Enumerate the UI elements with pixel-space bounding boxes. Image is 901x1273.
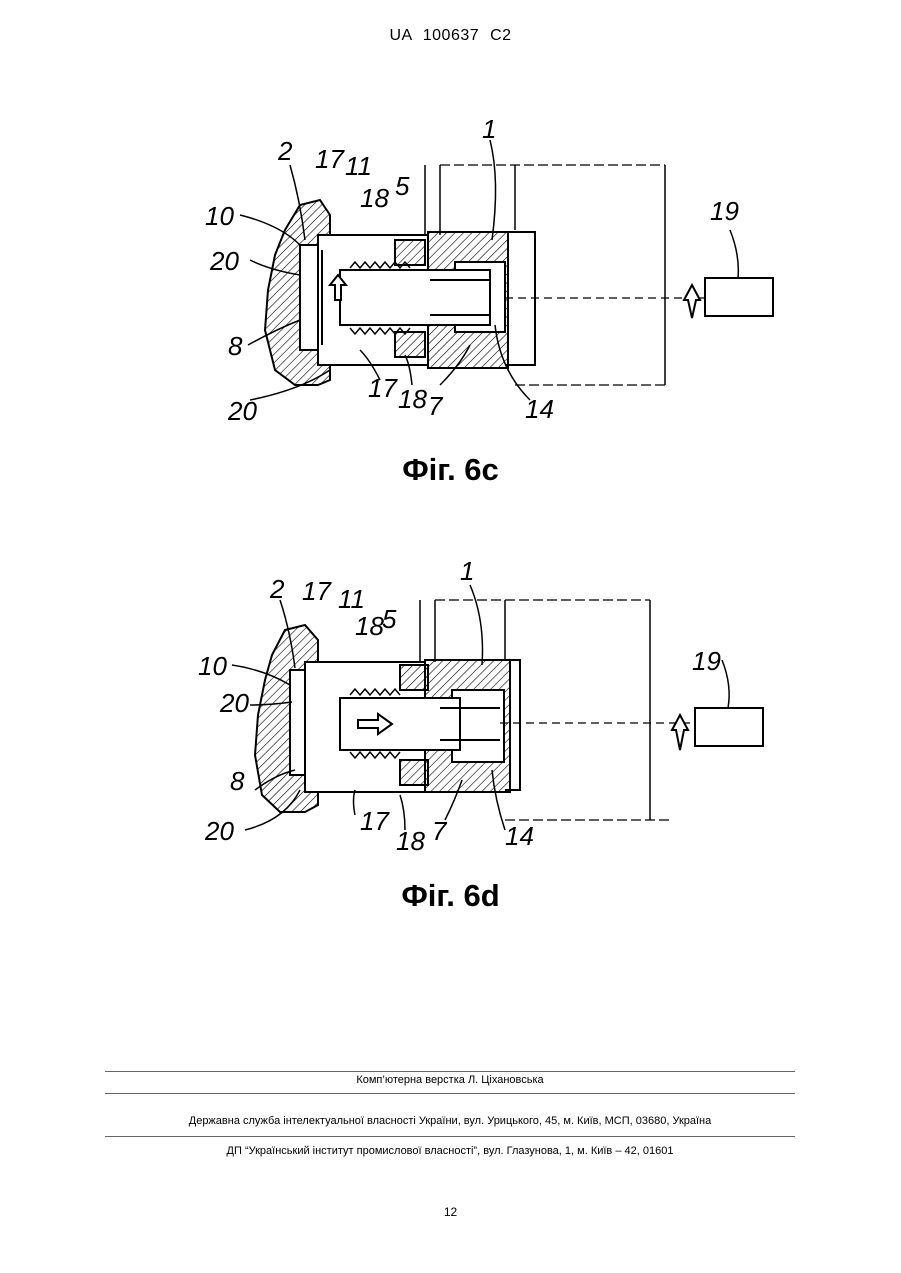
footer-rule-1 [105,1071,795,1072]
figure-6d-caption: Фіг. 6d [0,878,901,914]
label-18-top: 18 [360,183,389,213]
label-17-top: 17 [302,576,332,606]
label-1: 1 [482,114,496,144]
label-5: 5 [395,171,410,201]
label-7: 7 [428,391,444,421]
footer-rule-2 [105,1093,795,1094]
label-11: 11 [338,584,365,614]
footer-rule-3 [105,1136,795,1137]
label-10: 10 [205,201,234,231]
figure-6d-drawing: 1 2 17 11 18 5 10 20 8 20 17 18 7 14 19 [0,460,901,880]
label-11: 11 [345,151,372,181]
label-14: 14 [525,394,554,424]
label-2: 2 [277,136,293,166]
institute-address: ДП “Український інститут промислової вла… [105,1145,795,1157]
label-17-bottom: 17 [368,373,398,403]
label-20-top: 20 [219,688,249,718]
label-1: 1 [460,556,474,586]
label-7: 7 [432,816,448,846]
label-20-top: 20 [209,246,239,276]
label-17-bottom: 17 [360,806,390,836]
label-18-bottom: 18 [396,826,425,856]
page-number: 12 [0,1205,901,1219]
label-14: 14 [505,821,534,851]
layout-credit: Комп’ютерна верстка Л. Ціхановська [105,1074,795,1086]
label-17-top: 17 [315,144,345,174]
figure-6c-drawing: 1 2 17 11 18 5 10 20 8 20 17 18 7 14 19 [0,0,901,460]
label-8: 8 [228,331,243,361]
label-10: 10 [198,651,227,681]
label-20-bottom: 20 [227,396,257,426]
label-2: 2 [269,574,285,604]
label-20-bottom: 20 [204,816,234,846]
label-19: 19 [692,646,721,676]
label-19: 19 [710,196,739,226]
agency-address: Державна служба інтелектуальної власност… [105,1115,795,1127]
label-18-top: 18 [355,611,384,641]
label-8: 8 [230,766,245,796]
label-5: 5 [382,604,397,634]
label-18-bottom: 18 [398,384,427,414]
